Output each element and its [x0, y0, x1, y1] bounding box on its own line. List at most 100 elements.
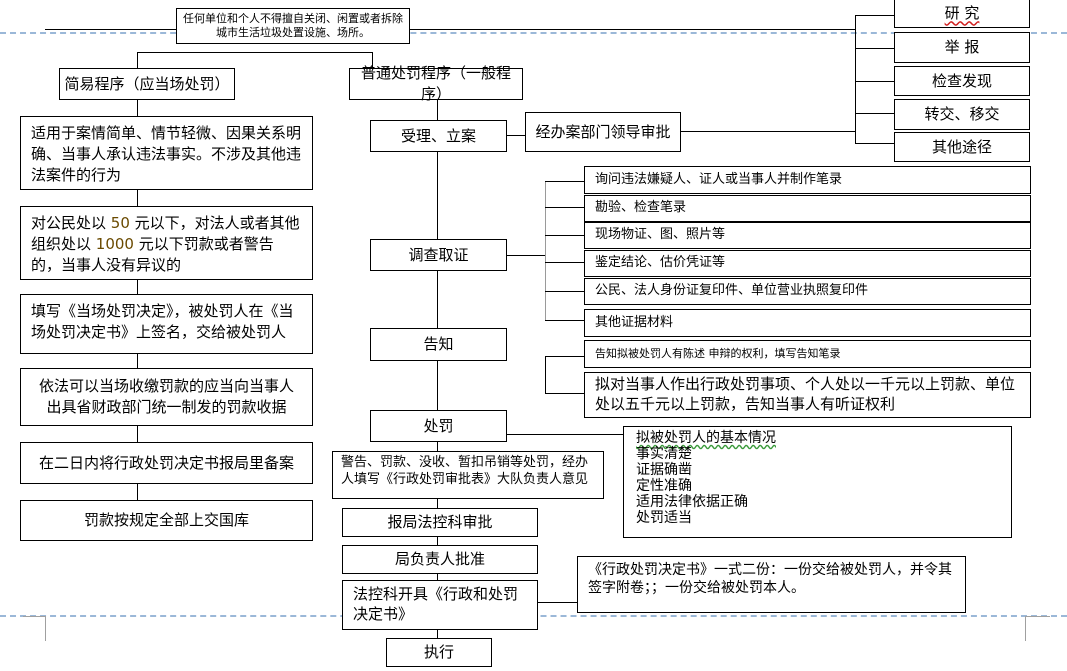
punish-types-box: 警告、罚款、没收、暂扣吊销等处罚，经办人填写《行政处罚审批表》大队负责人意见 [332, 451, 604, 499]
connector-source-3 [855, 113, 895, 114]
connector-investigate-evidence [507, 255, 546, 256]
simple-procedure-title: 简易程序（应当场处罚） [59, 68, 235, 100]
top-notice-line2: 城市生活垃圾处置设施、场所。 [216, 26, 370, 39]
top-notice-line1: 任何单位和个人不得擅自关闭、闲置或者拆除 [183, 12, 403, 26]
punish-detail-accurate-nature: 定性准确 [636, 478, 692, 495]
punish-text: 处罚 [423, 416, 454, 435]
simple-step-receipt: 依法可以当场收缴罚款的应当向当事人出具省财政部门统一制发的罚款收据 [20, 368, 313, 426]
connector-simple-3 [137, 280, 138, 294]
connector-simple-2 [137, 190, 138, 206]
decision-copies-box: 《行政处罚决定书》一式二份：一份交给被处罚人，并令其签字附卷；；一份交给被处罚本… [577, 556, 966, 613]
connector-general-7 [437, 537, 438, 545]
connector-source-0 [855, 15, 895, 16]
director-approve-box: 局负责人批准 [342, 545, 538, 574]
notify-item-statement-right: 告知拟被处罚人有陈述 申辩的权利，填写告知笔录 [584, 340, 1031, 368]
fine-limit-org-amount: 1000 [95, 235, 134, 253]
source-inspection-text: 检查发现 [931, 71, 992, 90]
simple-step-treasury: 罚款按规定全部上交国库 [20, 500, 313, 541]
connector-notify-0 [545, 356, 585, 357]
legal-review-box: 报局法控科审批 [342, 508, 538, 537]
connector-general-8 [437, 574, 438, 580]
connector-general-5 [437, 442, 438, 451]
punish-box: 处罚 [370, 410, 507, 442]
department-approval-text: 经办案部门领导审批 [535, 122, 671, 141]
page-corner-mark-left-h [23, 616, 46, 617]
simple-step-applicability: 适用于案情简单、情节轻微、因果关系明确、当事人承认违法事实。不涉及其他违法案件的… [20, 116, 313, 190]
issue-decision-box: 法控科开具《行政和处罚决定书》 [342, 580, 538, 630]
punish-detail-correct-law: 适用法律依据正确 [636, 494, 748, 511]
accept-register-text: 受理、立案 [400, 126, 476, 145]
punish-detail-appropriate: 处罚适当 [636, 510, 692, 527]
connector-source-4 [855, 143, 895, 144]
general-procedure-title-text: 普通处罚程序（一般程序） [360, 64, 511, 103]
connector-evidence-3 [545, 262, 585, 263]
connector-source-2 [855, 81, 895, 82]
source-report-text: 举 报 [944, 38, 980, 56]
simple-step-applicability-text: 适用于案情简单、情节轻微、因果关系明确、当事人承认违法事实。不涉及其他违法案件的… [31, 124, 302, 184]
connector-to-simple [137, 52, 138, 68]
general-procedure-title: 普通处罚程序（一般程序） [349, 64, 523, 103]
connector-simple-4 [137, 354, 138, 368]
source-research-text: 研 究 [944, 3, 980, 22]
connector-general-2 [437, 152, 438, 239]
evidence-item-id-copies-text: 公民、法人身份证复印件、单位营业执照复印件 [595, 283, 869, 299]
evidence-item-inspection: 勘验、检查笔录 [584, 195, 1031, 222]
notify-item-hearing-right-text: 拟对当事人作出行政处罚事项、个人处以一千元以上罚款、单位处以五千元以上罚款，告知… [595, 375, 1016, 413]
director-approve-text: 局负责人批准 [394, 550, 485, 568]
source-inspection: 检查发现 [894, 66, 1030, 96]
notify-item-hearing-right: 拟对当事人作出行政处罚事项、个人处以一千元以上罚款、单位处以五千元以上罚款，告知… [584, 372, 1031, 418]
connector-evidence-1 [545, 207, 585, 208]
connector-simple-1 [137, 100, 138, 116]
connector-decision-copies [538, 602, 578, 603]
punish-detail-clear-facts: 事实清楚 [636, 446, 692, 463]
simple-step-treasury-text: 罚款按规定全部上交国库 [83, 511, 249, 529]
punish-detail-basic-info: 拟被处罚人的基本情况 [636, 430, 776, 446]
execute-box: 执行 [386, 638, 492, 667]
fine-limit-text-post: 元以下罚款或者警告的，当事人没有异议的 [31, 235, 274, 274]
simple-step-filing: 在二日内将行政处罚决定书报局里备案 [20, 442, 313, 484]
connector-evidence-0 [545, 181, 585, 182]
connector-evidence-4 [545, 291, 585, 292]
connector-evidence-5 [545, 320, 585, 321]
page-guide-line-top [0, 32, 1067, 34]
fine-limit-citizen-amount: 50 [110, 214, 130, 232]
connector-accept-approval [507, 135, 526, 136]
connector-general-3 [437, 271, 438, 328]
connector-evidence-2 [545, 235, 585, 236]
simple-step-fine-limit: 对公民处以 50 元以下，对法人或者其他组织处以 1000 元以下罚款或者警告的… [20, 206, 313, 280]
punish-detail-conclusive-evidence: 证据确凿 [636, 462, 692, 479]
page-corner-mark-right [1025, 616, 1026, 641]
evidence-item-interrogation: 询问违法嫌疑人、证人或当事人并制作笔录 [584, 166, 1031, 194]
accept-register-box: 受理、立案 [370, 120, 507, 152]
department-approval-box: 经办案部门领导审批 [525, 112, 681, 152]
source-research: 研 究 [894, 0, 1030, 28]
page-corner-mark-left [45, 616, 46, 641]
investigate-box: 调查取证 [370, 239, 507, 271]
source-transfer: 转交、移交 [894, 99, 1030, 130]
execute-text: 执行 [423, 643, 454, 661]
fine-limit-text-pre: 对公民处以 [31, 214, 111, 232]
notify-box: 告知 [370, 328, 507, 361]
simple-step-fill-decision-text: 填写《当场处罚决定》，被处罚人在《当场处罚决定书》上签名，交给被处罚人 [31, 302, 294, 341]
notify-spine [545, 356, 546, 394]
connector-notify-1 [545, 393, 585, 394]
simple-step-filing-text: 在二日内将行政处罚决定书报局里备案 [38, 453, 294, 472]
punish-details-list: 拟被处罚人的基本情况 事实清楚 证据确凿 定性准确 适用法律依据正确 处罚适当 [636, 430, 776, 527]
connector-simple-5 [137, 426, 138, 442]
evidence-item-physical: 现场物证、图、照片等 [584, 222, 1031, 249]
evidence-item-appraisal-text: 鉴定结论、估价凭证等 [595, 255, 726, 271]
legal-review-text: 报局法控科审批 [387, 513, 493, 531]
connector-punish-details [507, 434, 624, 435]
notify-item-statement-right-text: 告知拟被处罚人有陈述 申辩的权利，填写告知笔录 [595, 347, 841, 361]
connector-general-6 [437, 499, 438, 508]
source-transfer-text: 转交、移交 [924, 105, 1000, 123]
connector-general-1 [437, 100, 438, 120]
simple-step-receipt-text: 依法可以当场收缴罚款的应当向当事人出具省财政部门统一制发的罚款收据 [38, 377, 294, 416]
notify-text: 告知 [423, 335, 454, 353]
simple-step-fine-limit-text: 对公民处以 50 元以下，对法人或者其他组织处以 1000 元以下罚款或者警告的… [31, 213, 302, 276]
top-notice-box: 任何单位和个人不得擅自关闭、闲置或者拆除 城市生活垃圾处置设施、场所。 [176, 8, 410, 44]
source-report: 举 报 [894, 32, 1030, 63]
evidence-item-interrogation-text: 询问违法嫌疑人、证人或当事人并制作笔录 [595, 171, 843, 187]
punish-types-text: 警告、罚款、没收、暂扣吊销等处罚，经办人填写《行政处罚审批表》大队负责人意见 [341, 455, 589, 487]
evidence-item-other: 其他证据材料 [584, 309, 1031, 337]
